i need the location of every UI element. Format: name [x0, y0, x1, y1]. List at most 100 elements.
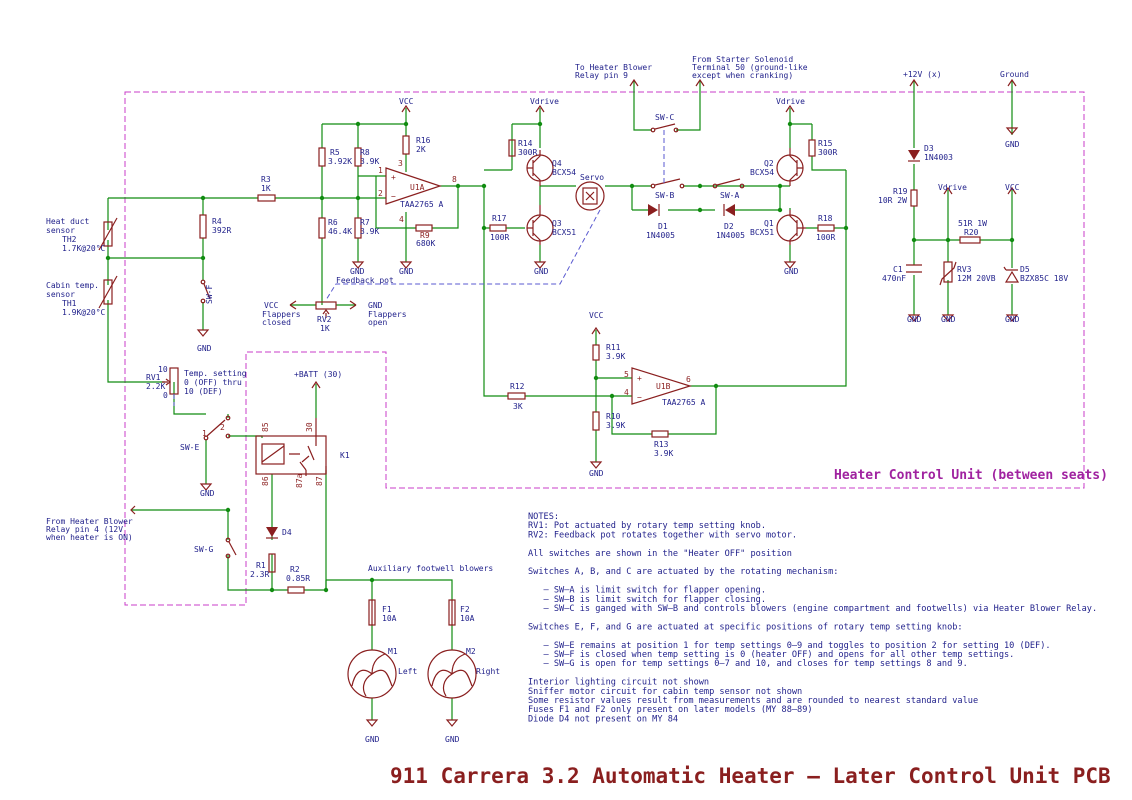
svg-text:Heat duct: Heat duct	[46, 217, 90, 226]
svg-text:1.7K@20°C: 1.7K@20°C	[62, 244, 106, 253]
svg-text:BCX54: BCX54	[552, 168, 576, 177]
relay-k1	[255, 418, 327, 476]
svg-text:5: 5	[624, 370, 629, 379]
svg-text:3.9K: 3.9K	[606, 352, 625, 361]
svg-text:3.9K: 3.9K	[360, 157, 379, 166]
svg-text:R10: R10	[606, 412, 621, 421]
mechanical-links	[173, 130, 665, 406]
note-line: Fuses F1 and F2 only present on later mo…	[528, 705, 813, 715]
svg-text:6: 6	[686, 375, 691, 384]
diode-d1	[648, 204, 660, 216]
capacitor-c1	[906, 264, 922, 273]
svg-text:R4: R4	[212, 217, 222, 226]
page-title: 911 Carrera 3.2 Automatic Heater — Later…	[390, 764, 1111, 788]
diode-d5	[1003, 266, 1020, 283]
svg-text:VCC: VCC	[589, 311, 604, 320]
svg-text:1N4003: 1N4003	[924, 153, 953, 162]
transistor-q4	[526, 150, 554, 186]
resistor-r5	[318, 147, 326, 167]
svg-text:Flappers: Flappers	[368, 310, 407, 319]
svg-text:+12V (x): +12V (x)	[903, 70, 942, 79]
svg-text:+: +	[391, 173, 396, 182]
svg-text:300R: 300R	[818, 148, 837, 157]
diode-d3	[908, 150, 920, 162]
thermistor-th2	[103, 221, 113, 247]
note-line: Some resistor values result from measure…	[528, 696, 978, 706]
transistor-q3	[526, 205, 554, 245]
note-line: – SW–F is closed when temp setting is 0 …	[528, 650, 1014, 660]
svg-text:1.9K@20°C: 1.9K@20°C	[62, 308, 106, 317]
svg-text:Temp. setting: Temp. setting	[184, 369, 247, 378]
transistor-q2	[776, 148, 804, 186]
switch-swg	[225, 537, 237, 559]
svg-text:TAA2765 A: TAA2765 A	[662, 398, 706, 407]
thermistor-th1	[103, 279, 113, 305]
svg-text:C1: C1	[893, 265, 903, 274]
resistor-r20	[959, 236, 981, 244]
svg-text:Right: Right	[476, 667, 500, 676]
svg-text:D3: D3	[924, 144, 934, 153]
resistor-r13	[651, 430, 669, 438]
svg-text:Vdrive: Vdrive	[776, 97, 805, 106]
pot-rv2	[315, 301, 337, 310]
svg-text:2K: 2K	[416, 145, 426, 154]
svg-text:except when cranking): except when cranking)	[692, 71, 793, 80]
svg-text:3.9K: 3.9K	[606, 421, 625, 430]
resistor-r18	[817, 224, 835, 232]
svg-text:Feedback pot: Feedback pot	[336, 276, 394, 285]
note-line: RV1: Pot actuated by rotary temp setting…	[528, 521, 766, 531]
fuse-f1	[368, 599, 376, 626]
svg-text:10 (DEF): 10 (DEF)	[184, 387, 223, 396]
component-symbols: + − + −	[98, 78, 1020, 727]
svg-text:0 (OFF) thru: 0 (OFF) thru	[184, 378, 242, 387]
note-line: Sniffer motor circuit for cabin temp sen…	[528, 687, 802, 697]
svg-text:R1: R1	[256, 561, 266, 570]
note-line: – SW–B is limit switch for flapper closi…	[528, 595, 766, 605]
resistor-r10	[592, 411, 600, 431]
svg-text:R14: R14	[518, 139, 533, 148]
resistor-r2	[287, 586, 305, 594]
svg-text:M1: M1	[388, 647, 398, 656]
svg-text:BCX54: BCX54	[750, 168, 774, 177]
control-unit-label: Heater Control Unit (between seats)	[834, 468, 1108, 483]
svg-text:0.85R: 0.85R	[286, 574, 310, 583]
svg-text:46.4K: 46.4K	[328, 227, 352, 236]
svg-text:Terminal 50 (ground-like: Terminal 50 (ground-like	[692, 63, 808, 72]
svg-text:GND: GND	[350, 267, 365, 276]
svg-text:100R: 100R	[490, 233, 509, 242]
svg-text:2.2K: 2.2K	[146, 382, 165, 391]
resistor-r9	[415, 224, 433, 232]
svg-text:300R: 300R	[518, 148, 537, 157]
note-line: NOTES:	[528, 512, 559, 522]
svg-text:1K: 1K	[320, 324, 330, 333]
svg-text:R17: R17	[492, 214, 507, 223]
svg-text:SW-B: SW-B	[655, 191, 674, 200]
svg-text:D1: D1	[658, 222, 668, 231]
labels: Heat duct sensor TH2 1.7K@20°C Cabin tem…	[46, 55, 1068, 744]
varistor-rv3	[939, 261, 957, 286]
svg-text:U1A: U1A	[410, 183, 425, 192]
svg-text:10A: 10A	[460, 614, 475, 623]
svg-text:2.3R: 2.3R	[250, 570, 269, 579]
opamp-u1b	[631, 367, 693, 405]
motor-m2	[427, 649, 477, 699]
resistor-r19	[910, 189, 918, 207]
svg-text:R6: R6	[328, 218, 338, 227]
svg-text:+: +	[637, 374, 642, 383]
svg-text:R12: R12	[510, 382, 525, 391]
note-line: Switches E, F, and G are actuated at spe…	[528, 622, 963, 632]
svg-text:GND: GND	[365, 735, 380, 744]
svg-text:Relay pin 4 (12V: Relay pin 4 (12V	[46, 525, 123, 534]
svg-text:12M 20VB: 12M 20VB	[957, 274, 996, 283]
svg-text:sensor: sensor	[46, 290, 75, 299]
svg-text:Flappers: Flappers	[262, 310, 301, 319]
note-line: Diode D4 not present on MY 84	[528, 714, 678, 724]
svg-text:2: 2	[378, 189, 383, 198]
svg-text:Auxiliary footwell blowers: Auxiliary footwell blowers	[368, 564, 493, 573]
svg-text:R8: R8	[360, 148, 370, 157]
note-line: Interior lighting circuit not shown	[528, 678, 709, 688]
notes-block: NOTES:RV1: Pot actuated by rotary temp s…	[528, 512, 1097, 724]
svg-text:Vdrive: Vdrive	[938, 183, 967, 192]
svg-text:GND: GND	[445, 735, 460, 744]
resistor-r7	[354, 217, 362, 239]
